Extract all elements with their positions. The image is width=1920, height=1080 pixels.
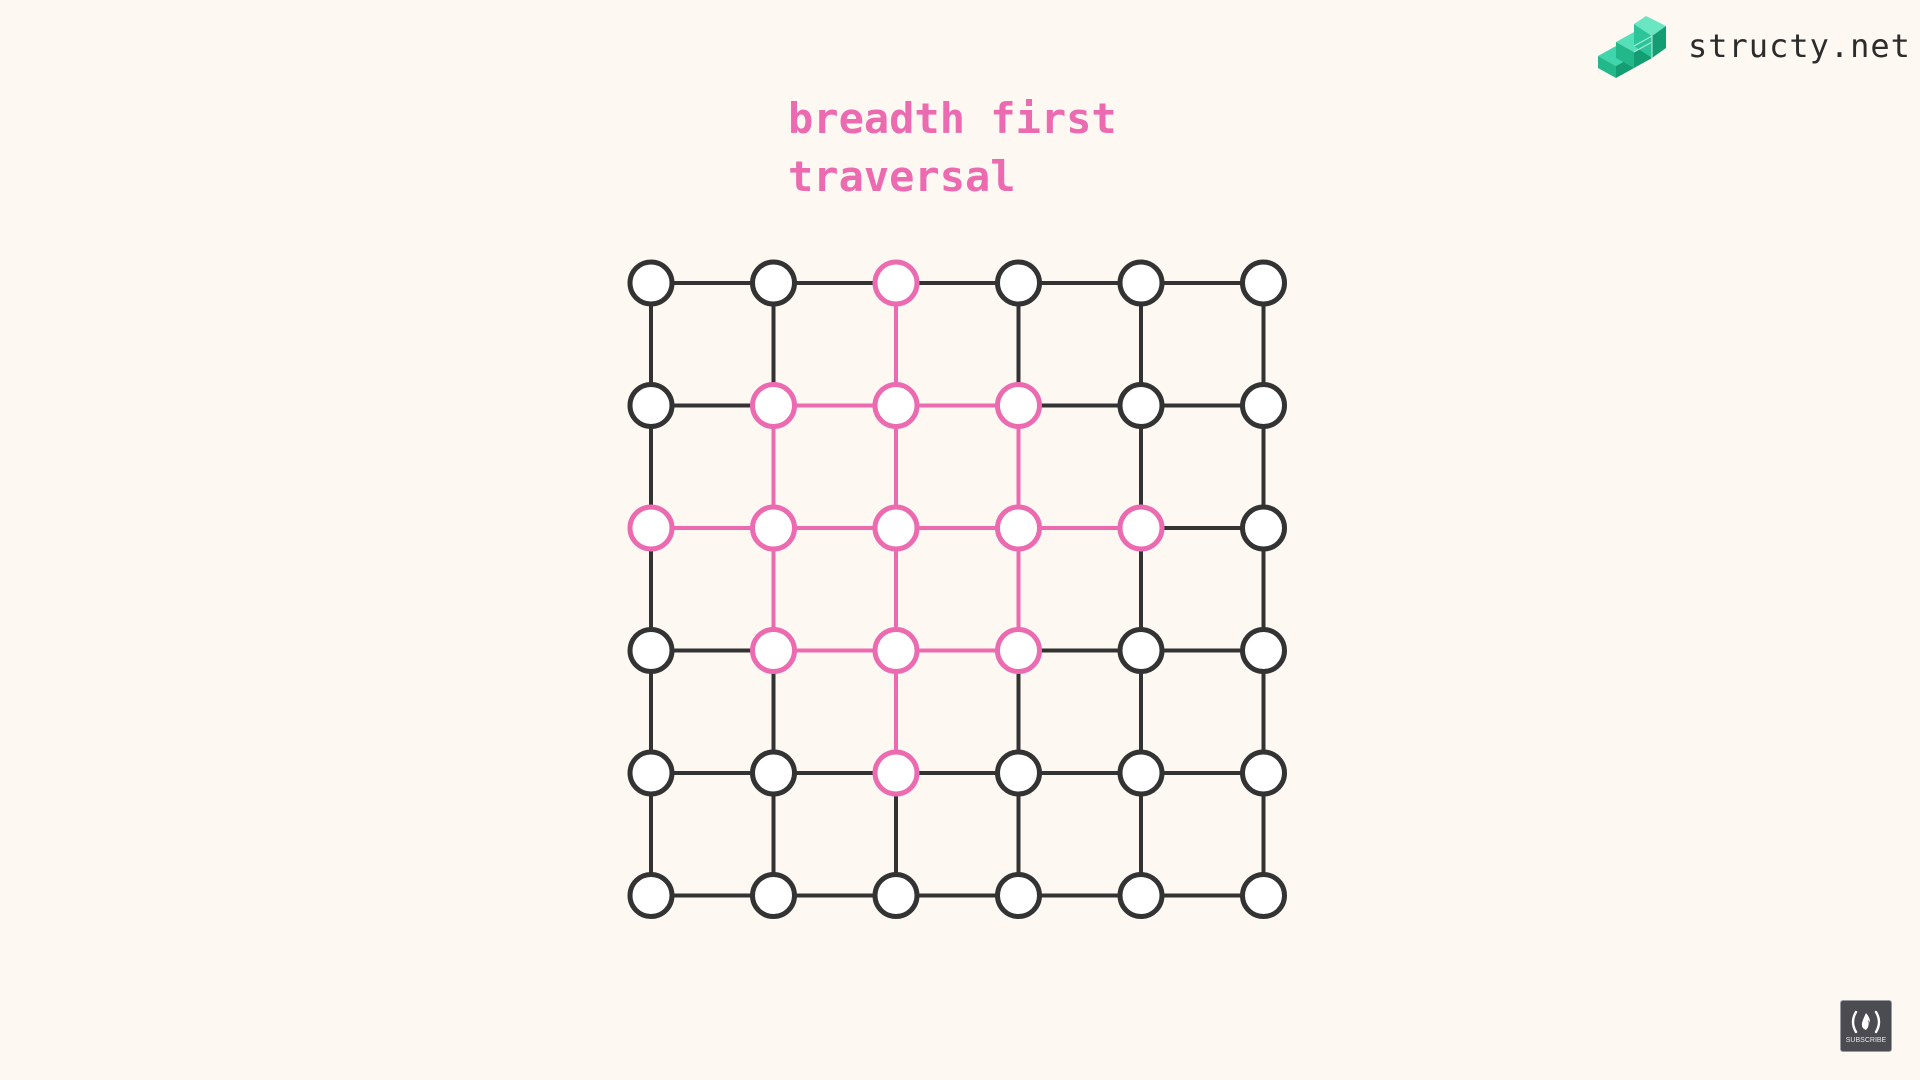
graph-node-4-5 [1240, 749, 1287, 797]
visited-node-3-1 [750, 627, 797, 674]
graph-node-0-0 [627, 259, 675, 307]
graph-node-0-1 [750, 259, 797, 307]
freecodecamp-flame-icon [1851, 1010, 1881, 1033]
visited-node-1-3 [995, 382, 1042, 429]
graph-node-0-5 [1240, 259, 1287, 307]
title-line-1: breadth first [788, 94, 1117, 143]
graph-node-3-4 [1117, 627, 1165, 674]
graph-node-1-5 [1240, 382, 1287, 429]
graph-node-0-4 [1117, 259, 1165, 307]
graph-node-0-3 [995, 259, 1042, 307]
graph-node-5-0 [627, 872, 675, 919]
graph-node-3-5 [1240, 627, 1287, 674]
visited-node-0-2 [872, 259, 920, 307]
diagram-title: breadth first traversal [788, 90, 1117, 206]
visited-node-2-1 [750, 504, 797, 552]
graph-node-5-5 [1240, 872, 1287, 919]
visited-node-3-2 [872, 627, 920, 674]
structy-cube-logo-icon [1598, 16, 1666, 78]
visited-node-1-2 [872, 382, 920, 429]
graph-node-4-0 [627, 749, 675, 797]
graph-node-4-1 [750, 749, 797, 797]
graph-node-5-2 [872, 872, 920, 919]
graph-node-5-4 [1117, 872, 1165, 919]
subscribe-button[interactable]: SUBSCRIBE [1840, 1000, 1892, 1052]
visited-node-3-3 [995, 627, 1042, 674]
subscribe-label: SUBSCRIBE [1845, 1036, 1887, 1044]
graph-node-5-3 [995, 872, 1042, 919]
title-line-2: traversal [788, 152, 1016, 201]
graph-node-1-4 [1117, 382, 1165, 429]
brand-name: structy.net [1688, 27, 1911, 65]
visited-node-2-3 [995, 504, 1042, 552]
graph-node-3-0 [627, 627, 675, 674]
graph-node-2-5 [1240, 504, 1287, 552]
visited-node-1-1 [750, 382, 797, 429]
visited-node-4-2 [872, 749, 920, 797]
visited-node-2-0 [627, 504, 675, 552]
visited-node-2-4 [1117, 504, 1165, 552]
graph-node-4-4 [1117, 749, 1165, 797]
brand[interactable]: structy.net [1596, 12, 1911, 80]
graph-node-1-0 [627, 382, 675, 429]
visited-node-2-2 [872, 504, 920, 552]
graph-node-5-1 [750, 872, 797, 919]
graph-node-4-3 [995, 749, 1042, 797]
